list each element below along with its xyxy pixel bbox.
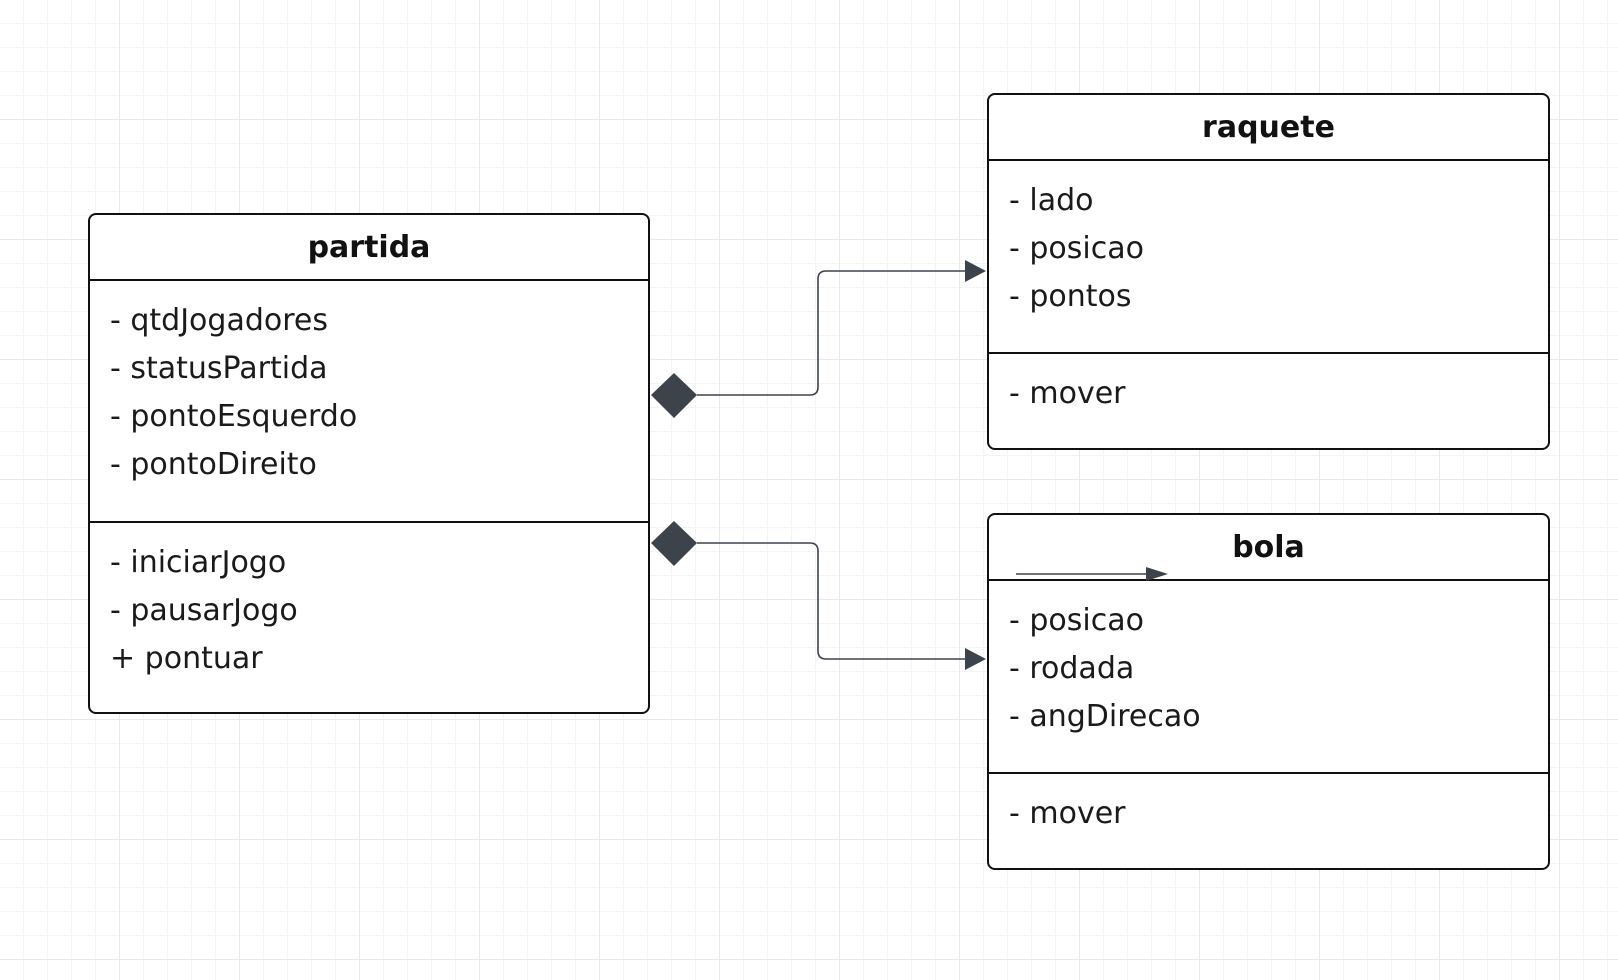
- class-name: bola: [1232, 529, 1305, 565]
- attributes-section: - lado - posicao - pontos: [989, 159, 1548, 352]
- method: - mover: [1009, 376, 1126, 411]
- method: - pausarJogo: [110, 593, 298, 628]
- attribute: - angDirecao: [1009, 699, 1201, 734]
- composition-diamond: [651, 373, 697, 418]
- connector-line: [697, 270, 965, 396]
- class-name: raquete: [1202, 109, 1335, 145]
- attribute: - pontos: [1009, 279, 1132, 314]
- method: - iniciarJogo: [110, 545, 287, 580]
- methods-section: - mover: [989, 352, 1548, 448]
- class-name: partida: [307, 229, 431, 265]
- class-raquete[interactable]: raquete - lado - posicao - pontos - move…: [987, 93, 1550, 450]
- attributes-section: - qtdJogadores - statusPartida - pontoEs…: [90, 279, 648, 521]
- methods-section: - iniciarJogo - pausarJogo + pontuar: [90, 521, 648, 711]
- attribute: - lado: [1009, 183, 1094, 218]
- connector-line: [697, 542, 965, 660]
- stray-arrow[interactable]: [1010, 562, 1180, 586]
- methods-section: - mover: [989, 772, 1548, 868]
- attribute: - statusPartida: [110, 351, 328, 386]
- attribute: - rodada: [1009, 651, 1135, 686]
- class-partida[interactable]: partida - qtdJogadores - statusPartida -…: [88, 213, 650, 714]
- attribute: - posicao: [1009, 231, 1144, 266]
- arrowhead: [965, 648, 986, 670]
- stray-arrowhead: [1146, 567, 1168, 581]
- attribute: - posicao: [1009, 603, 1144, 638]
- arrowhead: [965, 260, 986, 282]
- composition-diamond: [651, 521, 697, 566]
- composition-partida-bola[interactable]: [651, 521, 986, 670]
- attributes-section: - posicao - rodada - angDirecao: [989, 579, 1548, 772]
- attribute: - qtdJogadores: [110, 303, 328, 338]
- composition-partida-raquete[interactable]: [651, 260, 986, 418]
- method: + pontuar: [110, 641, 263, 676]
- attribute: - pontoEsquerdo: [110, 399, 358, 434]
- class-bola[interactable]: bola - posicao - rodada - angDirecao - m…: [987, 513, 1550, 870]
- method: - mover: [1009, 796, 1126, 831]
- attribute: - pontoDireito: [110, 447, 317, 482]
